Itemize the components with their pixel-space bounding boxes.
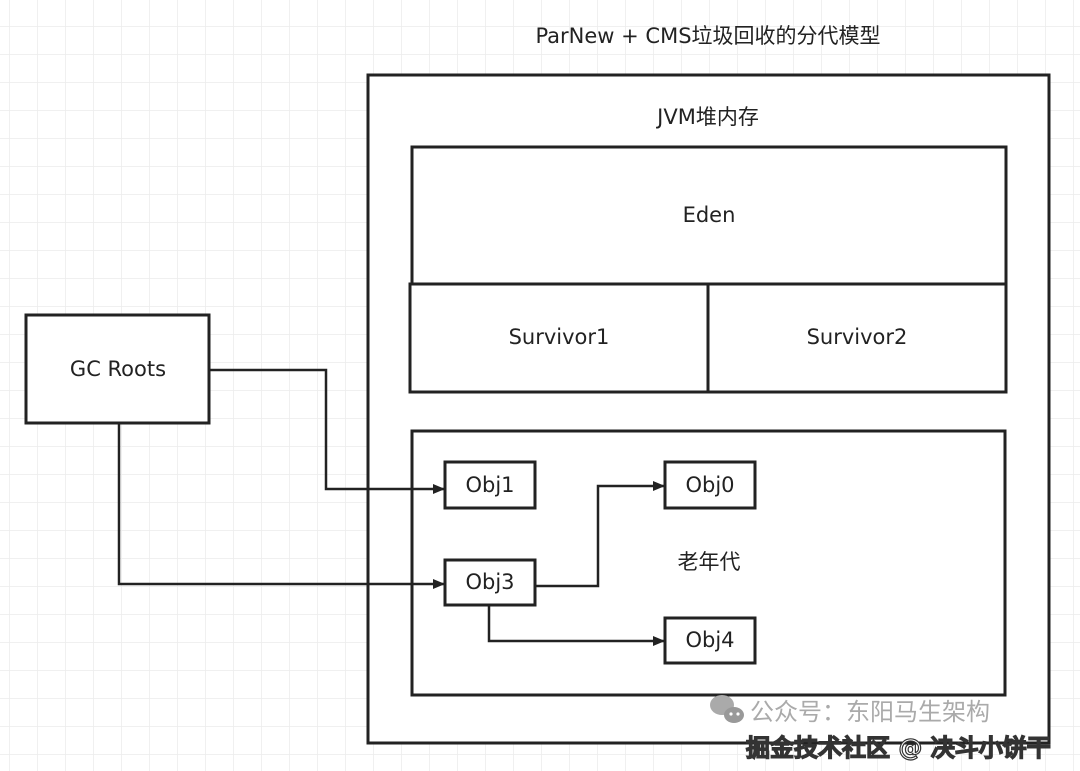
obj0-label: Obj0: [685, 473, 734, 497]
wechat-icon: [710, 695, 744, 723]
edge-gcroots-obj3: [117, 423, 445, 589]
gc-roots-label: GC Roots: [70, 357, 166, 381]
edge-obj3-obj4: [487, 605, 665, 646]
watermark-line2: 掘金技术社区 @ 决斗小饼干: [746, 734, 1051, 762]
old-gen-label: 老年代: [678, 550, 741, 574]
gc-roots-box: [24, 313, 211, 425]
obj3-box: [443, 558, 537, 607]
edge-obj3-obj0: [535, 481, 665, 588]
diagram-title: ParNew + CMS垃圾回收的分代模型: [535, 24, 880, 48]
obj1-label: Obj1: [465, 473, 514, 497]
watermark-line1: 公众号：东阳马生架构: [750, 698, 990, 726]
edge-gcroots-obj1: [209, 368, 445, 494]
survivor2-label: Survivor2: [807, 325, 908, 349]
survivor2-box: [706, 282, 1008, 394]
obj4-label: Obj4: [685, 628, 734, 652]
jvm-heap-label: JVM堆内存: [655, 105, 759, 129]
survivor1-label: Survivor1: [509, 325, 610, 349]
obj1-box: [443, 460, 537, 510]
eden-box: [410, 145, 1008, 286]
survivor1-box: [408, 282, 710, 394]
obj3-label: Obj3: [465, 570, 514, 594]
obj0-box: [663, 460, 757, 510]
obj4-box: [663, 616, 757, 665]
eden-label: Eden: [683, 203, 736, 227]
